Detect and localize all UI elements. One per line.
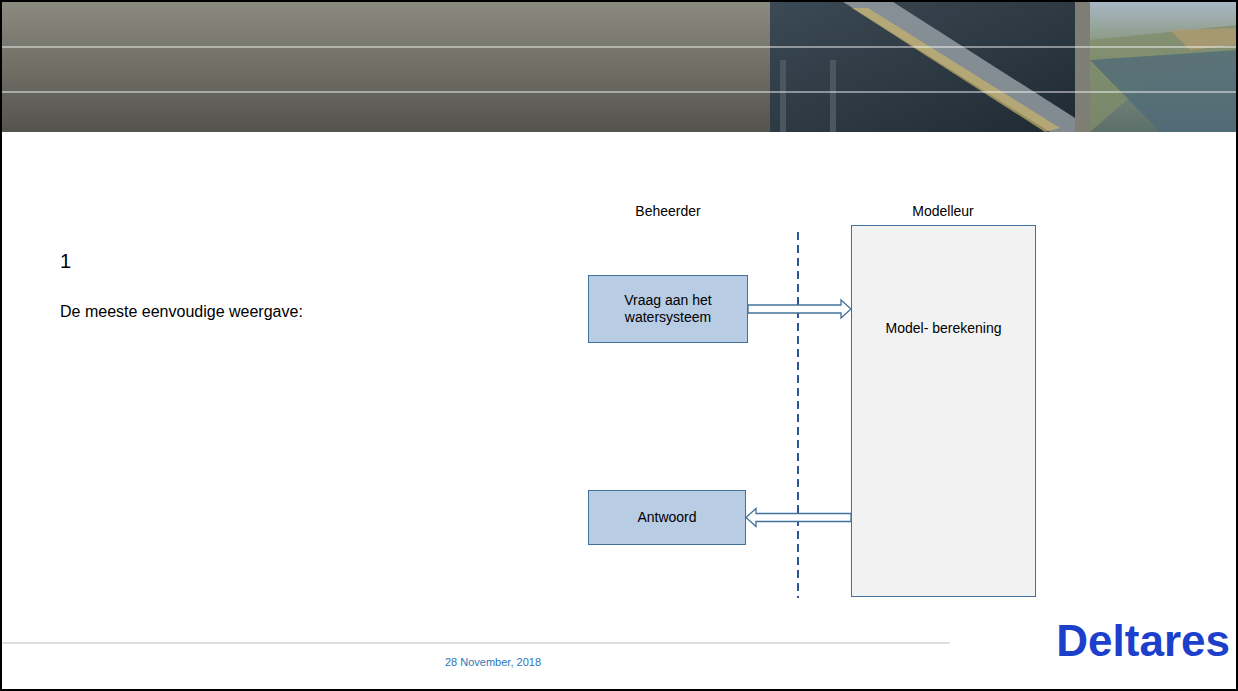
node-label: Vraag aan het watersysteem (598, 292, 738, 327)
landscape-photo (1090, 0, 1238, 132)
slide-number: 1 (60, 250, 71, 273)
footer-rule (0, 643, 950, 644)
answer-box: Antwoord (588, 490, 746, 545)
column-heading: Modelleur (912, 203, 973, 219)
bridge-photo (770, 0, 1075, 132)
header-rule (0, 91, 1238, 92)
header-band (0, 0, 1238, 132)
logo-text: Deltares (1056, 616, 1230, 666)
header-rule (0, 46, 1238, 47)
column-divider (797, 232, 799, 598)
block-arrow (746, 509, 851, 527)
intro-text: De meeste eenvoudige weergave: (60, 303, 303, 321)
block-arrow (748, 300, 851, 318)
column-heading: Beheerder (635, 203, 700, 219)
model-box: Model- berekening (851, 225, 1036, 597)
question-box: Vraag aan het watersysteem (588, 275, 748, 343)
node-label: Antwoord (637, 509, 696, 527)
node-label: Model- berekening (886, 320, 1002, 338)
date-footer: 28 November, 2018 (445, 656, 541, 668)
header-gap (1075, 0, 1090, 132)
